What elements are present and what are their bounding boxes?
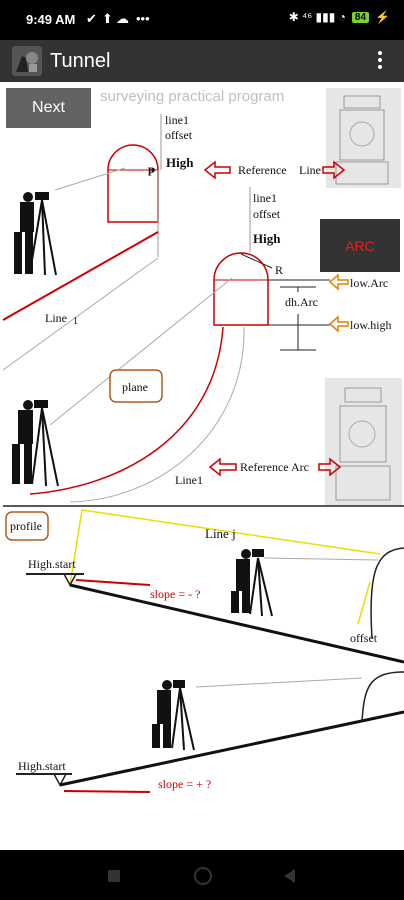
surveyor-silhouette-profile-bottom [152, 680, 195, 751]
label-line-plan-sub: 1 [73, 316, 78, 327]
label-line-plan: Line [45, 311, 67, 325]
upload-icon: ⬆ [102, 11, 113, 26]
signal-icons: ✱ ⁴⁶ ▮▮▮ ◔ [288, 10, 346, 24]
label-line-j: Line j [205, 526, 236, 541]
label-low-arc: low.Arc [350, 276, 388, 290]
app-title: Tunnel [50, 50, 111, 72]
reference-arrow-top-icon [203, 160, 231, 180]
profile-lines [16, 509, 404, 793]
app-bar: Tunnel [0, 40, 404, 82]
tunnel-diagram-view: Next surveying practical program [0, 82, 404, 850]
tunnel-section-top [107, 114, 162, 257]
label-high-right: High [253, 231, 281, 246]
label-low-high: low.high [350, 318, 392, 332]
surveyor-silhouette-middle [12, 400, 59, 487]
label-line1-top: line1 [165, 113, 189, 127]
tunnel-section-right [213, 187, 330, 351]
label-offset-top: offset [165, 128, 193, 142]
plane-label: plane [122, 380, 148, 394]
profile-label: profile [10, 519, 42, 533]
low-arc-arrow-icon [328, 273, 349, 291]
label-r: R [275, 263, 283, 277]
recents-icon[interactable] [108, 870, 120, 882]
charging-icon: ⚡ [375, 10, 390, 24]
label-high-start-top: High.start [28, 557, 76, 571]
next-button[interactable]: Next [6, 88, 91, 128]
label-dh-arc: dh.Arc [285, 295, 318, 309]
status-right: ✱ ⁴⁶ ▮▮▮ ◔ 84 ⚡ [289, 10, 390, 24]
total-station-image-bottom [325, 378, 402, 506]
reference-arrow-bottom-icon [208, 457, 237, 477]
total-station-image-top [326, 88, 401, 188]
label-slope-positive: slope = + ? [158, 777, 211, 791]
battery-icon: 84 [351, 11, 370, 23]
label-line1-bottom: Line1 [175, 473, 203, 487]
arc-arrow-icon [318, 457, 342, 477]
label-reference-top: Reference [238, 163, 287, 177]
cloud-icon: ☁ [116, 11, 129, 26]
label-line1-right: line1 [253, 191, 277, 205]
home-icon[interactable] [194, 867, 212, 885]
diagram-canvas: line1 offset High p Reference Line line1… [2, 88, 404, 793]
label-offset-right: offset [253, 207, 281, 221]
label-high-top: High [166, 155, 194, 170]
plan-lines [2, 167, 404, 507]
navigation-bar [0, 850, 404, 900]
back-icon[interactable] [284, 869, 295, 883]
more-notifications-icon: ••• [136, 11, 150, 26]
app-logo-icon [12, 46, 42, 76]
low-high-arrow-icon [328, 315, 349, 333]
status-bar: 9:49 AM ✔ ⬆ ☁ ••• ✱ ⁴⁶ ▮▮▮ ◔ 84 ⚡ [0, 0, 404, 40]
label-reference-arc: Reference Arc [240, 460, 309, 474]
label-offset-bottom: offset [350, 631, 378, 645]
overflow-menu-icon[interactable] [378, 48, 384, 72]
arc-button[interactable]: ARC [320, 219, 400, 272]
status-time: 9:49 AM [26, 12, 76, 27]
surveyor-silhouette-profile-top [231, 549, 273, 617]
header-text: surveying practical program [100, 88, 285, 105]
check-icon: ✔ [86, 11, 97, 26]
label-slope-negative: slope = - ? [150, 587, 200, 601]
label-high-start-bottom: High.start [18, 759, 66, 773]
line-arrow-icon [322, 160, 346, 180]
label-line-right: Line [299, 163, 321, 177]
surveyor-silhouette-top [14, 192, 57, 276]
label-p: p [148, 162, 155, 176]
